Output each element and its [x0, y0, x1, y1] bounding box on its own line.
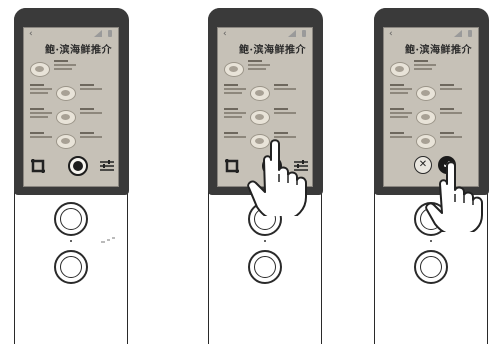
item-text [80, 130, 104, 138]
item-text [30, 130, 54, 138]
battery-icon [108, 30, 112, 37]
indicator-dot [430, 240, 432, 242]
menu-item [390, 82, 470, 104]
dish-image [56, 134, 76, 149]
item-text [248, 58, 272, 70]
item-text [440, 106, 464, 114]
menu-title: 鲍·滨海鲜推介 [239, 41, 306, 56]
signal-icon [454, 30, 462, 37]
item-text [390, 130, 414, 138]
status-bar: ‹ [218, 28, 312, 40]
dish-image [56, 110, 76, 125]
item-text [440, 82, 464, 90]
menu-title: 鲍·滨海鲜推介 [45, 41, 112, 56]
item-text [274, 106, 298, 114]
signal-icon [288, 30, 296, 37]
menu-title: 鲍·滨海鲜推介 [405, 41, 472, 56]
translator-device-1: ‹ 鲍·滨海鲜推介 [14, 8, 128, 344]
pointing-hand-icon [425, 160, 489, 232]
status-bar: ‹ [384, 28, 478, 40]
item-text [224, 82, 248, 94]
dish-image [416, 134, 436, 149]
dish-image [416, 110, 436, 125]
item-text [54, 58, 78, 70]
pointing-hand-icon [247, 136, 311, 216]
item-text [224, 106, 248, 118]
battery-icon [468, 30, 472, 37]
item-text [30, 82, 54, 94]
device-screen: ‹ 鲍·滨海鲜推介 [23, 27, 119, 187]
indicator-dot [264, 240, 266, 242]
settings-icon[interactable] [100, 160, 114, 172]
upper-hardware-button[interactable] [54, 202, 88, 236]
menu-item [30, 130, 110, 152]
sparkle-mark [101, 236, 115, 244]
item-text [80, 106, 104, 114]
dish-image [416, 86, 436, 101]
menu-item [224, 82, 304, 104]
menu-item [30, 82, 110, 104]
menu-item [224, 106, 304, 128]
camera-toolbar [24, 154, 118, 180]
dish-image [30, 62, 50, 77]
item-text [80, 82, 104, 90]
item-text [274, 82, 298, 90]
back-icon[interactable]: ‹ [29, 29, 33, 39]
menu-item [30, 106, 110, 128]
menu-item [390, 58, 470, 80]
lower-hardware-button[interactable] [414, 250, 448, 284]
item-text [414, 58, 438, 70]
item-text [440, 130, 464, 138]
battery-icon [302, 30, 306, 37]
back-icon[interactable]: ‹ [389, 29, 393, 39]
item-text [30, 106, 54, 118]
dish-image [250, 86, 270, 101]
dish-image [390, 62, 410, 77]
dish-image [250, 110, 270, 125]
item-text [390, 106, 414, 118]
menu-item [390, 106, 470, 128]
crop-icon[interactable] [224, 158, 240, 174]
indicator-dot [70, 240, 72, 242]
item-text [224, 130, 248, 138]
dish-image [56, 86, 76, 101]
menu-item [224, 58, 304, 80]
dish-image [224, 62, 244, 77]
signal-icon [94, 30, 102, 37]
status-bar: ‹ [24, 28, 118, 40]
item-text [390, 82, 414, 94]
menu-item [390, 130, 470, 152]
back-icon[interactable]: ‹ [223, 29, 227, 39]
lower-hardware-button[interactable] [248, 250, 282, 284]
crop-icon[interactable] [30, 158, 46, 174]
shutter-button[interactable] [68, 156, 88, 176]
menu-item [30, 58, 110, 80]
lower-hardware-button[interactable] [54, 250, 88, 284]
